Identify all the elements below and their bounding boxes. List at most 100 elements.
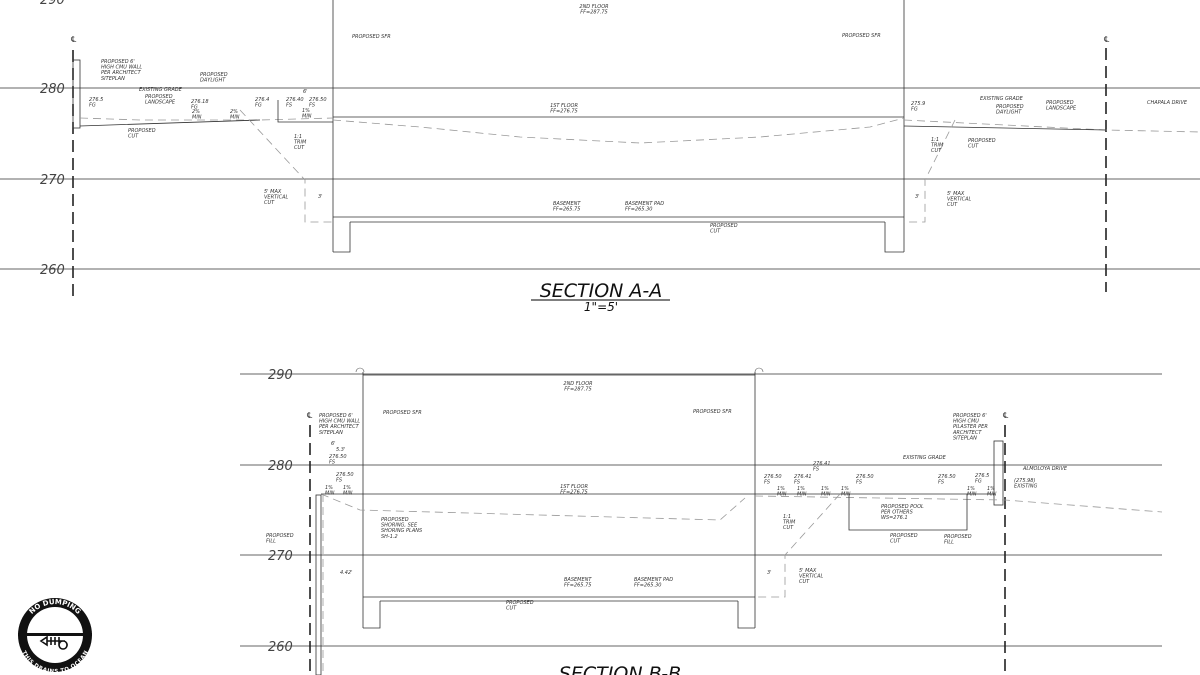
building-outline-a xyxy=(326,0,905,253)
elev-260-a: 260 xyxy=(40,263,65,278)
elev-270-a: 270 xyxy=(40,173,65,188)
elev-280-b: 280 xyxy=(268,459,293,474)
section-b-label-street: ALMOLOYA DRIVE xyxy=(1022,466,1068,472)
section-b-label-slope-a: 1%MIN xyxy=(325,485,335,497)
section-b-label-dim-3: 3' xyxy=(767,570,772,576)
cut-slope-b xyxy=(322,493,841,675)
section-a-label-dim-6: 6' xyxy=(303,89,308,95)
section-b-label-existing: (275.98)EXISTING xyxy=(1014,478,1038,490)
section-b-label-sfr-left: PROPOSED SFR xyxy=(383,410,422,416)
elev-280-a: 280 xyxy=(40,82,65,97)
cmu-pilaster-b xyxy=(993,440,1004,506)
section-b-label-slope-b: 1%MIN xyxy=(343,485,353,497)
section-a-title-block: 290 280 270 260 SECTION A-A 1"=5' xyxy=(40,0,670,314)
building-outline-b xyxy=(355,367,764,629)
section-b-label-cl-right: ℄ xyxy=(1002,411,1009,420)
section-b xyxy=(240,367,1163,675)
cmu-wall-b xyxy=(315,494,322,675)
cmu-wall-a xyxy=(72,59,81,129)
cut-slope-a xyxy=(239,109,956,223)
section-b-label-slope-g: 1%MIN xyxy=(967,486,977,498)
section-a-title: SECTION A-A xyxy=(540,280,663,302)
section-a-scale: 1"=5' xyxy=(584,300,618,314)
proposed-grade-b xyxy=(321,493,994,531)
section-b-label-dim-6: 6' xyxy=(331,441,336,447)
section-a-label-slope-1: 2%MIN xyxy=(192,109,202,121)
section-b-title-block: 290 280 270 260 SECTION B-B xyxy=(268,368,681,675)
elev-290-b: 290 xyxy=(268,368,293,383)
section-a xyxy=(0,0,1200,298)
section-a-label-slope-3: 1%MIN xyxy=(302,108,312,120)
existing-grade-b xyxy=(320,493,1163,521)
section-a-label-cl-left: ℄ xyxy=(70,35,77,44)
elevation-gridlines-b xyxy=(240,373,1162,647)
section-b-label-dim-53: 5.3' xyxy=(336,447,345,453)
proposed-grade-a xyxy=(79,100,1107,131)
section-a-label-sfr-left: PROPOSED SFR xyxy=(352,34,391,40)
section-b-label-slope-h: 1%MIN xyxy=(987,486,997,498)
section-a-label-sfr-right: PROPOSED SFR xyxy=(842,33,881,39)
section-b-label-slope-d: 1%MIN xyxy=(797,486,807,498)
elev-270-b: 270 xyxy=(268,549,293,564)
section-a-label-dim-3-left: 3' xyxy=(318,194,323,200)
elev-260-b: 260 xyxy=(268,640,293,655)
existing-grade-a xyxy=(79,117,1200,144)
elev-290-a: 290 xyxy=(40,0,65,8)
fish-skeleton-icon xyxy=(39,635,68,650)
section-b-label-slope-e: 1%MIN xyxy=(821,486,831,498)
no-dumping-logo: NO DUMPING THIS DRAINS TO OCEAN xyxy=(18,598,92,675)
section-a-label-dim-3-right: 3' xyxy=(915,194,920,200)
section-a-label-cl-right: ℄ xyxy=(1103,35,1110,44)
section-a-label-slope-2: 2%MIN xyxy=(230,109,240,121)
section-b-label-cl-left: ℄ xyxy=(306,411,313,420)
section-a-label-existing-grade-left: EXISTING GRADE xyxy=(139,87,183,93)
section-b-label-dim-442: 4.42' xyxy=(340,570,353,576)
elevation-gridlines-a xyxy=(0,87,1200,270)
section-b-title: SECTION B-B xyxy=(559,663,681,675)
section-b-label-slope-c: 1%MIN xyxy=(777,486,787,498)
